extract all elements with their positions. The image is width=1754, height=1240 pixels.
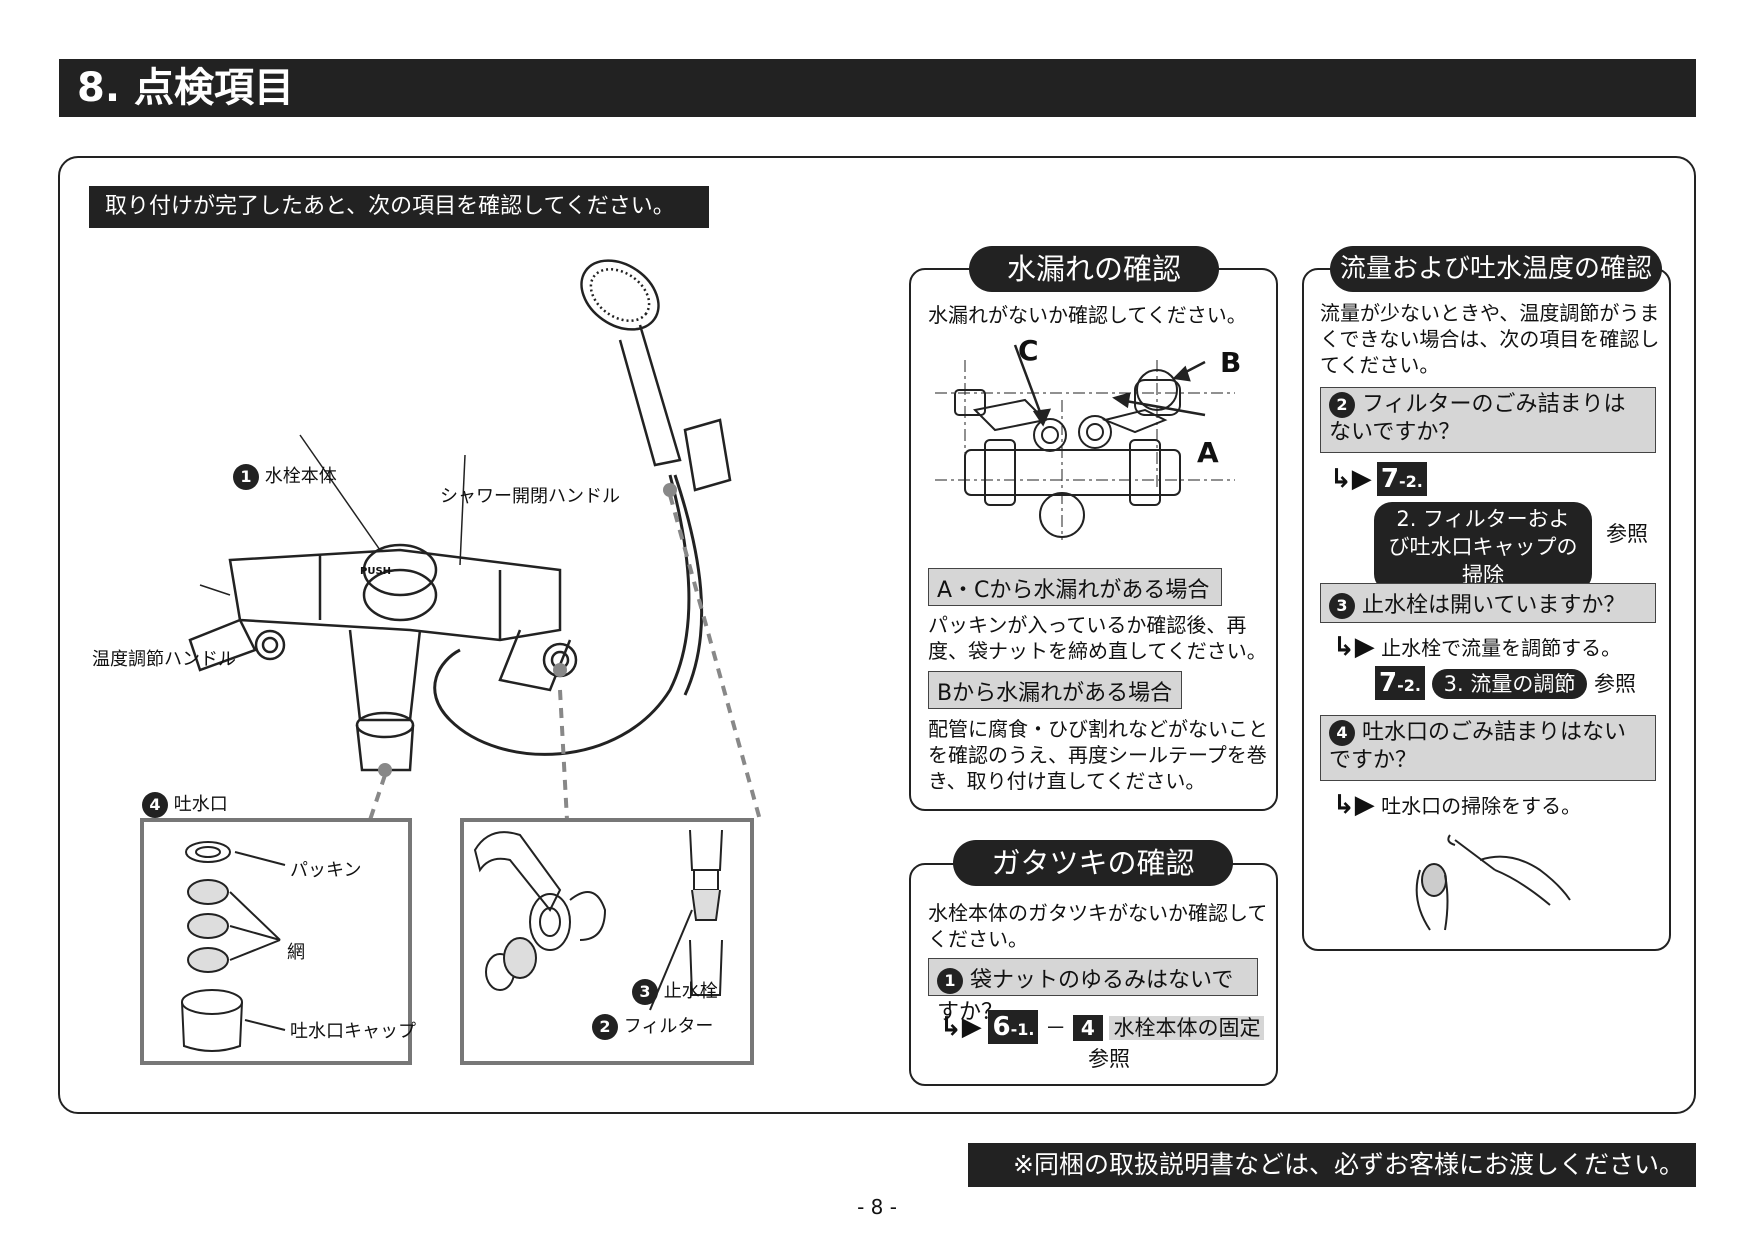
ref-suffix: 参照 [1594,672,1637,696]
arrow-icon: ↳▶ [1330,464,1372,494]
ref-main: 7 [1380,464,1399,494]
ref-sub: -1. [1010,1020,1035,1039]
flow-check-desc: 流量が少ないときや、温度調節がうまくできない場合は、次の項目を確認してください。 [1320,301,1660,377]
cleaning-hand-illustration [1415,834,1571,931]
flow-q2-ref: ↳▶ 7-2. [1330,462,1427,496]
leak-diagram [935,344,1235,540]
rattle-ref-suffix: 参照 [1088,1047,1130,1071]
arrow-icon: ↳▶ [1333,790,1375,820]
footer-notice: ※同梱の取扱説明書などは、必ずお客様にお渡しください。 [968,1143,1696,1187]
case-ac-header: A・Cから水漏れがある場合 [928,568,1222,606]
label-c: C [1018,334,1039,367]
number-badge: 3 [632,979,658,1005]
intro-banner: 取り付けが完了したあと、次の項目を確認してください。 [89,186,709,228]
content-frame [58,156,1696,1114]
arrow-icon: ↳▶ [1333,632,1375,662]
flow-q3-ref: 7-2. 3. 流量の調節 参照 [1375,666,1636,700]
arrow-icon: ↳▶ [940,1012,982,1042]
label-temp-handle: 温度調節ハンドル [92,649,236,670]
number-badge: 4 [1329,720,1355,746]
case-b-text: 配管に腐食・ひび割れなどがないことを確認のうえ、再度シールテープを巻き、取り付け… [928,717,1268,793]
flow-q2-suffix: 参照 [1606,522,1648,546]
ref-main: 6 [992,1012,1011,1042]
number-badge: 1 [937,968,963,994]
leak-check-panel [909,268,1278,811]
ref-sub: -2. [1398,472,1423,491]
label-mesh: 網 [287,942,305,963]
action-text: 吐水口の掃除をする。 [1381,794,1582,818]
question-text: フィルターのごみ詰まりはないですか？ [1329,392,1626,445]
flow-q2-ref-pill[interactable]: 2. フィルターおよび吐水口キャップの掃除 [1374,502,1592,592]
ref-number: 4 [1072,1015,1103,1041]
rattle-reference: ↳▶ 6-1. － 4 水栓本体の固定 [940,1010,1270,1044]
leak-check-desc: 水漏れがないか確認してください。 [928,303,1247,327]
label-shower-handle: シャワー開閉ハンドル [440,486,620,507]
case-b-header: Bから水漏れがある場合 [928,671,1182,709]
flow-q2: 2 フィルターのごみ詰まりはないですか？ [1320,387,1656,453]
question-text: 吐水口のごみ詰まりはないですか？ [1329,720,1627,773]
faucet-illustration [140,259,762,1065]
label-packing: パッキン [290,860,362,881]
flow-check-heading: 流量および吐水温度の確認 [1330,246,1662,292]
ref-title: 水栓本体の固定 [1109,1016,1265,1040]
flow-q3: 3 止水栓は開いていますか？ [1320,583,1656,623]
case-ac-text: パッキンが入っているか確認後、再度、袋ナットを締め直してください。 [928,613,1267,663]
label-stop-valve: 3 止水栓 [632,977,718,1005]
action-text: 止水栓で流量を調節する。 [1381,636,1622,660]
question-text: 止水栓は開いていますか？ [1362,593,1626,618]
label-faucet-body: 1 水栓本体 [233,462,337,490]
rattle-check-desc: 水栓本体のガタツキがないか確認してください。 [928,901,1268,951]
number-badge: 3 [1329,593,1355,619]
label-text: 止水栓 [663,981,718,1002]
rattle-check-heading: ガタツキの確認 [953,840,1233,886]
flow-q3-action: ↳▶ 止水栓で流量を調節する。 [1333,632,1621,662]
page-number: - 8 - [857,1195,897,1219]
reference-badge[interactable]: 6-1. [988,1010,1039,1044]
push-mark: PUSH [360,566,392,577]
ref-sub: -2. [1397,676,1421,695]
number-badge: 4 [142,792,168,818]
label-spout-cap: 吐水口キャップ [290,1021,416,1042]
ref-dash: － [1045,1016,1067,1040]
number-badge: 2 [1329,392,1355,418]
number-badge: 2 [592,1014,618,1040]
label-a: A [1197,436,1219,469]
page-title: 8. 点検項目 [59,59,1696,117]
ref-main: 7 [1379,668,1398,698]
ref-pill[interactable]: 3. 流量の調節 [1431,669,1588,699]
label-filter: 2 フィルター [592,1012,713,1040]
label-text: フィルター [623,1016,714,1037]
label-text: 吐水口 [173,794,228,815]
label-spout: 4 吐水口 [142,790,228,818]
number-badge: 1 [233,464,259,490]
flow-q4-action: ↳▶ 吐水口の掃除をする。 [1333,790,1581,820]
reference-badge[interactable]: 7-2. [1375,666,1425,700]
rattle-q1: 1 袋ナットのゆるみはないですか？ [928,958,1258,1025]
leak-check-heading: 水漏れの確認 [969,246,1219,292]
label-text: 水栓本体 [264,466,337,487]
reference-badge[interactable]: 7-2. [1376,462,1427,496]
flow-q4: 4 吐水口のごみ詰まりはないですか？ [1320,715,1656,781]
label-b: B [1220,346,1242,379]
